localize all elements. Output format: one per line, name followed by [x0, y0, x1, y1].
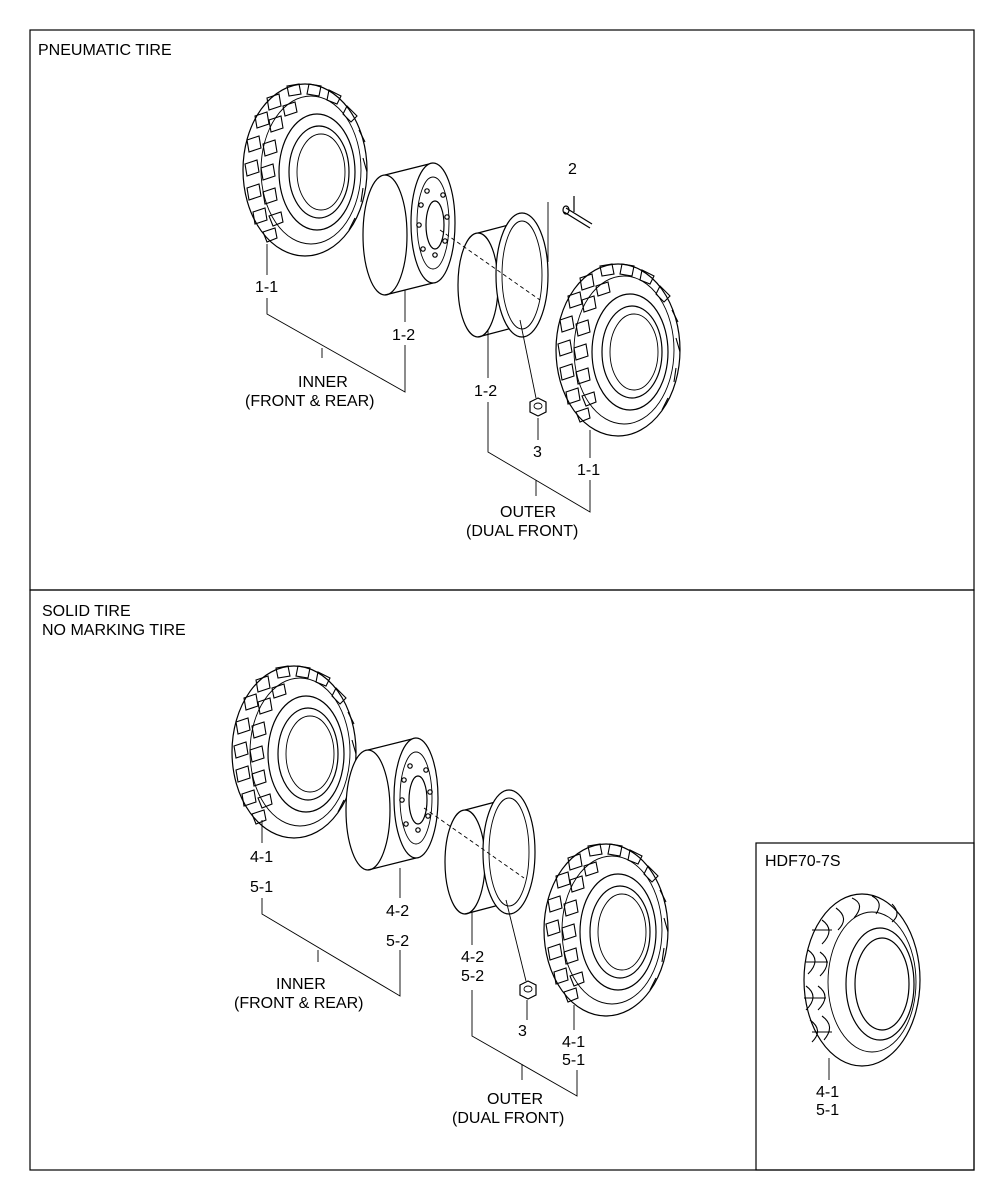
bracket-p-outer — [487, 402, 591, 513]
label-inset-tire-b: 5-1 — [816, 1102, 839, 1119]
bracket-p-inner — [266, 298, 406, 393]
label-s-rim-inner-a: 4-2 — [386, 903, 409, 920]
label-p-tire-outer: 1-1 — [577, 462, 600, 479]
label-s-tire-inner-a: 4-1 — [250, 849, 273, 866]
pneumatic-axis-line — [439, 229, 541, 301]
label-s-rim-outer-a: 4-2 — [461, 949, 484, 966]
label-s-rim-inner-b: 5-2 — [386, 933, 409, 950]
label-p-valve: 2 — [568, 161, 577, 178]
label-p-outer-1: OUTER — [500, 504, 556, 521]
nut-icon — [519, 319, 547, 417]
label-s-nut: 3 — [518, 1023, 527, 1040]
label-s-tire-outer-b: 5-1 — [562, 1052, 585, 1069]
label-s-tire-inner-b: 5-1 — [250, 879, 273, 896]
label-inset-tire-a: 4-1 — [816, 1084, 839, 1101]
bracket-s-inner — [261, 898, 401, 997]
inset-title: HDF70-7S — [765, 853, 841, 870]
solid-outer-rim — [444, 789, 536, 915]
pneumatic-outer-tire — [555, 263, 681, 437]
inset-frame — [755, 842, 975, 1171]
label-p-inner-1: INNER — [298, 374, 348, 391]
pneumatic-title: PNEUMATIC TIRE — [38, 42, 172, 59]
solid-inner-rim — [345, 737, 439, 871]
pneumatic-outer-rim — [457, 212, 549, 338]
bracket-s-outer — [471, 990, 578, 1097]
label-s-inner-2: (FRONT & REAR) — [234, 995, 363, 1012]
label-p-rim-inner: 1-2 — [392, 327, 415, 344]
valve-icon — [547, 196, 593, 262]
label-p-outer-2: (DUAL FRONT) — [466, 523, 578, 540]
solid-outer-tire — [543, 843, 669, 1017]
pneumatic-inner-rim — [362, 162, 456, 296]
label-s-rim-outer-b: 5-2 — [461, 968, 484, 985]
solid-subtitle: NO MARKING TIRE — [42, 622, 186, 639]
label-s-tire-outer-a: 4-1 — [562, 1034, 585, 1051]
label-p-tire-inner: 1-1 — [255, 279, 278, 296]
label-p-rim-outer: 1-2 — [474, 383, 497, 400]
pneumatic-inner-tire — [242, 83, 368, 257]
inset-tire — [803, 893, 921, 1067]
label-p-nut: 3 — [533, 444, 542, 461]
solid-title: SOLID TIRE — [42, 603, 131, 620]
label-s-inner-1: INNER — [276, 976, 326, 993]
label-s-outer-1: OUTER — [487, 1091, 543, 1108]
solid-axis-line — [423, 807, 525, 879]
solid-inner-tire — [231, 665, 357, 839]
solid-nut-icon — [505, 899, 537, 1000]
label-p-inner-2: (FRONT & REAR) — [245, 393, 374, 410]
label-s-outer-2: (DUAL FRONT) — [452, 1110, 564, 1127]
